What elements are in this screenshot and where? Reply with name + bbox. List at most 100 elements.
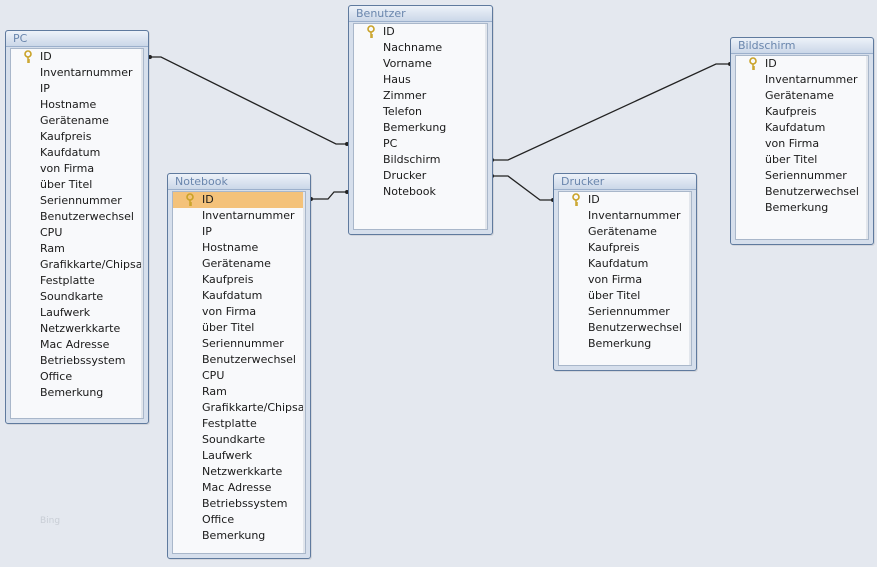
field-row[interactable]: Kaufdatum: [559, 256, 691, 272]
field-row[interactable]: über Titel: [173, 320, 305, 336]
field-row[interactable]: von Firma: [559, 272, 691, 288]
field-row[interactable]: Kaufdatum: [173, 288, 305, 304]
table-title-drucker[interactable]: Drucker: [554, 174, 696, 190]
relationship-bildschirm-benutzer[interactable]: [492, 63, 731, 161]
field-row[interactable]: Soundkarte: [173, 432, 305, 448]
field-name: Ram: [202, 385, 227, 398]
field-row[interactable]: Bildschirm: [354, 152, 487, 168]
field-row[interactable]: Benutzerwechsel: [173, 352, 305, 368]
field-row[interactable]: Festplatte: [11, 273, 143, 289]
field-row[interactable]: Kaufdatum: [11, 145, 143, 161]
field-row[interactable]: Gerätename: [559, 224, 691, 240]
field-row[interactable]: Betriebssystem: [11, 353, 143, 369]
table-title-pc[interactable]: PC: [6, 31, 148, 47]
field-row[interactable]: ID: [173, 192, 305, 208]
field-row[interactable]: von Firma: [173, 304, 305, 320]
field-row[interactable]: Nachname: [354, 40, 487, 56]
field-name: über Titel: [40, 178, 93, 191]
field-name: Netzwerkkarte: [40, 322, 121, 335]
field-row[interactable]: Netzwerkkarte: [11, 321, 143, 337]
table-title-benutzer[interactable]: Benutzer: [349, 6, 492, 22]
field-row[interactable]: Grafikkarte/Chipsatz: [11, 257, 143, 273]
field-row[interactable]: Office: [11, 369, 143, 385]
field-row[interactable]: von Firma: [11, 161, 143, 177]
field-row[interactable]: CPU: [173, 368, 305, 384]
field-row[interactable]: IP: [173, 224, 305, 240]
field-row[interactable]: ID: [559, 192, 691, 208]
field-row[interactable]: Mac Adresse: [11, 337, 143, 353]
field-row[interactable]: Bemerkung: [354, 120, 487, 136]
field-row[interactable]: Telefon: [354, 104, 487, 120]
field-row[interactable]: Inventarnummer: [559, 208, 691, 224]
field-row[interactable]: Inventarnummer: [11, 65, 143, 81]
field-row[interactable]: Laufwerk: [173, 448, 305, 464]
field-row[interactable]: IP: [11, 81, 143, 97]
field-name: Bemerkung: [40, 386, 104, 399]
field-row[interactable]: Gerätename: [11, 113, 143, 129]
field-row[interactable]: Grafikkarte/Chipsatz: [173, 400, 305, 416]
relationship-notebook-benutzer[interactable]: [310, 191, 347, 200]
field-row[interactable]: Kaufpreis: [173, 272, 305, 288]
field-row[interactable]: Seriennummer: [559, 304, 691, 320]
field-row[interactable]: Drucker: [354, 168, 487, 184]
field-row[interactable]: von Firma: [736, 136, 868, 152]
field-row[interactable]: Kaufpreis: [11, 129, 143, 145]
field-row[interactable]: Office: [173, 512, 305, 528]
relationship-pc-benutzer[interactable]: [149, 56, 347, 145]
field-row[interactable]: Soundkarte: [11, 289, 143, 305]
table-title-notebook[interactable]: Notebook: [168, 174, 310, 190]
field-row[interactable]: Inventarnummer: [173, 208, 305, 224]
field-row[interactable]: Laufwerk: [11, 305, 143, 321]
field-row[interactable]: ID: [11, 49, 143, 65]
field-row[interactable]: Bemerkung: [559, 336, 691, 352]
field-row[interactable]: Ram: [173, 384, 305, 400]
field-name: Grafikkarte/Chipsatz: [40, 258, 144, 271]
field-row[interactable]: Seriennummer: [11, 193, 143, 209]
field-row[interactable]: Inventarnummer: [736, 72, 868, 88]
field-row[interactable]: Benutzerwechsel: [11, 209, 143, 225]
field-row[interactable]: Gerätename: [173, 256, 305, 272]
field-row[interactable]: Bemerkung: [11, 385, 143, 401]
field-row[interactable]: Haus: [354, 72, 487, 88]
field-row[interactable]: Kaufdatum: [736, 120, 868, 136]
field-row[interactable]: Hostname: [11, 97, 143, 113]
field-row[interactable]: PC: [354, 136, 487, 152]
field-row[interactable]: Gerätename: [736, 88, 868, 104]
field-row[interactable]: über Titel: [736, 152, 868, 168]
relationship-drucker-benutzer[interactable]: [492, 175, 553, 201]
field-row[interactable]: Bemerkung: [173, 528, 305, 544]
field-row[interactable]: Zimmer: [354, 88, 487, 104]
field-row[interactable]: Ram: [11, 241, 143, 257]
field-row[interactable]: ID: [736, 56, 868, 72]
field-row[interactable]: Festplatte: [173, 416, 305, 432]
field-row[interactable]: Seriennummer: [736, 168, 868, 184]
field-row[interactable]: Hostname: [173, 240, 305, 256]
field-row[interactable]: Vorname: [354, 56, 487, 72]
field-row[interactable]: Notebook: [354, 184, 487, 200]
field-row[interactable]: Kaufpreis: [559, 240, 691, 256]
field-row[interactable]: Betriebssystem: [173, 496, 305, 512]
field-row[interactable]: CPU: [11, 225, 143, 241]
field-row[interactable]: Netzwerkkarte: [173, 464, 305, 480]
field-row[interactable]: ID: [354, 24, 487, 40]
field-row[interactable]: über Titel: [11, 177, 143, 193]
field-row[interactable]: Bemerkung: [736, 200, 868, 216]
key-icon: [186, 193, 194, 206]
table-title-bildschirm[interactable]: Bildschirm: [731, 38, 873, 54]
field-row[interactable]: Seriennummer: [173, 336, 305, 352]
field-row[interactable]: Benutzerwechsel: [559, 320, 691, 336]
field-row[interactable]: Benutzerwechsel: [736, 184, 868, 200]
field-row[interactable]: über Titel: [559, 288, 691, 304]
field-row[interactable]: Mac Adresse: [173, 480, 305, 496]
field-row[interactable]: Kaufpreis: [736, 104, 868, 120]
